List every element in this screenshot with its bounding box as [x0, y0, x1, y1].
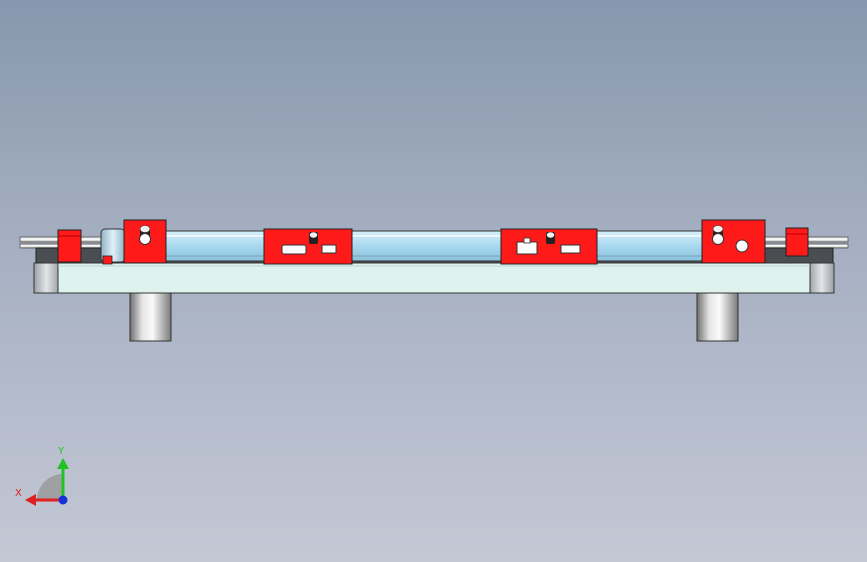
- z-axis-dot: [58, 495, 68, 505]
- linear-rail: [149, 230, 711, 262]
- support-leg-right: [696, 291, 739, 342]
- coordinate-triad[interactable]: Y X: [15, 446, 69, 506]
- x-axis-arrowhead: [25, 494, 36, 506]
- motor-bracket-left: [123, 219, 167, 264]
- y-axis-label: Y: [57, 446, 65, 457]
- carriage-left: [263, 228, 353, 265]
- base-plate: [33, 262, 835, 294]
- triad-sector: [37, 474, 63, 500]
- end-stop-right: [785, 227, 809, 257]
- x-axis-label: X: [15, 488, 22, 499]
- carriage-right: [500, 228, 598, 265]
- idler-roller: [100, 228, 126, 265]
- y-axis-arrowhead: [57, 458, 69, 469]
- support-leg-left: [129, 291, 172, 342]
- motor-bracket-right: [701, 219, 766, 264]
- end-stop-left: [57, 229, 82, 263]
